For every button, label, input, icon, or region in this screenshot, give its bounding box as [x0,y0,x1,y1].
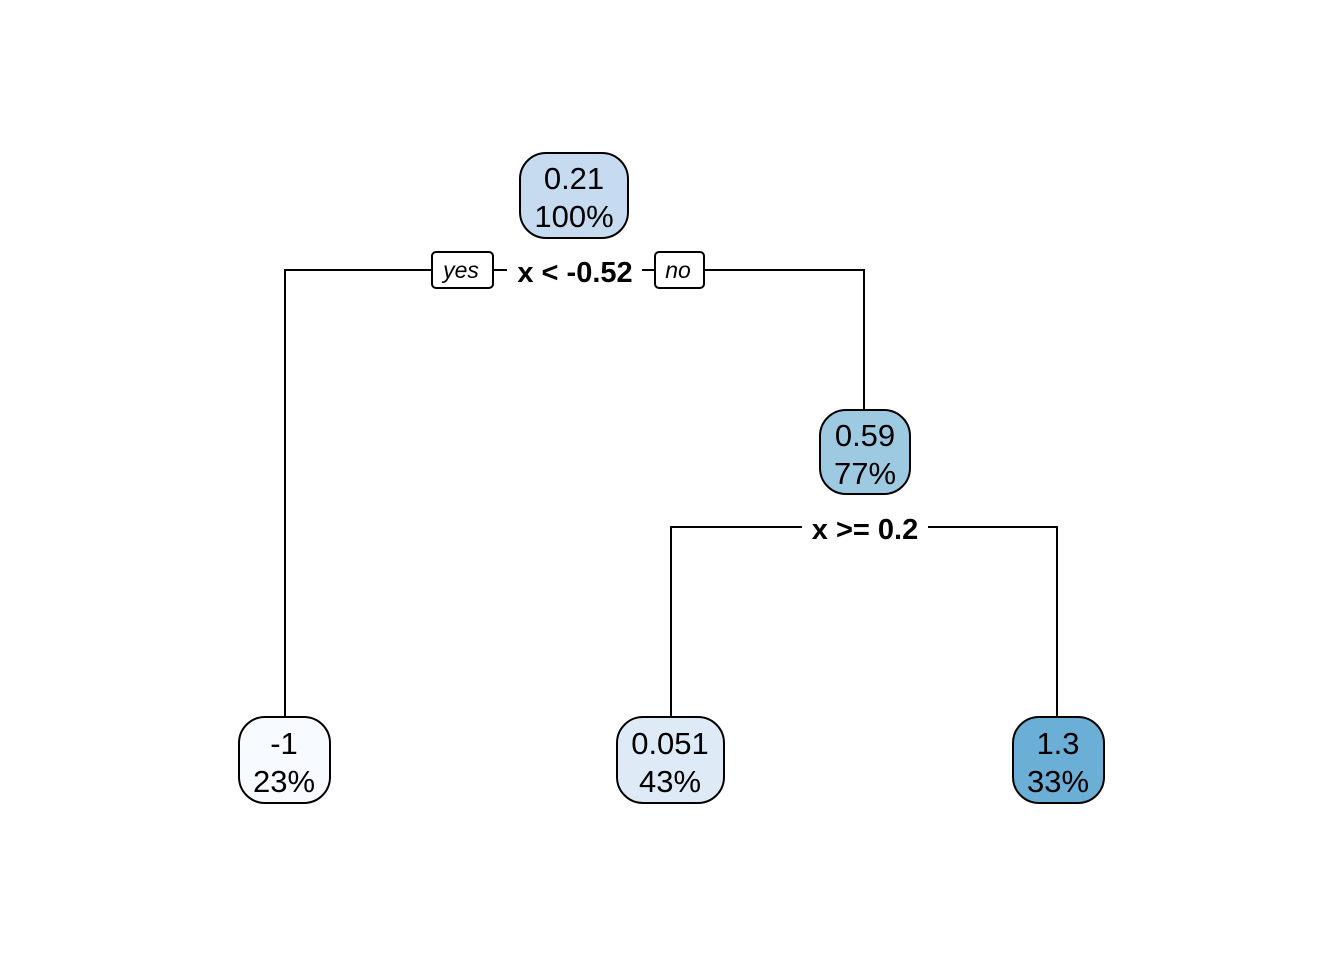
edge-node2-yes [670,526,802,717]
node-root: 0.21 100% [519,152,629,239]
node-value: 0.051 [631,726,709,761]
node-box [238,716,331,804]
yes-label-box [431,251,494,289]
split-root: x < -0.52 [517,257,632,289]
node-percent: 100% [534,199,613,234]
yes-label: yes [431,251,494,289]
node-value: 0.59 [835,418,895,453]
node-percent: 33% [1027,764,1089,799]
node-value: -1 [270,726,298,761]
node-value: 0.21 [544,161,604,196]
split-node2: x >= 0.2 [812,514,918,546]
yes-label-text: yes [441,257,479,283]
node-percent: 23% [253,764,315,799]
leaf-left: -1 23% [238,716,331,804]
node-percent: 43% [639,764,701,799]
node-box [519,152,629,239]
node-box [1012,716,1105,804]
node-percent: 77% [834,456,896,491]
node-box [819,409,911,495]
no-label: no [654,251,705,289]
no-label-box [654,251,705,289]
no-label-text: no [665,257,691,283]
edge-root-no [704,269,865,410]
leaf-mid: 0.051 43% [616,716,725,804]
node-box [616,716,725,804]
edge-root-yes [284,269,432,717]
leaf-right: 1.3 33% [1012,716,1105,804]
node-2: 0.59 77% [819,409,911,495]
node-value: 1.3 [1036,726,1079,761]
edge-node2-no [928,526,1058,717]
